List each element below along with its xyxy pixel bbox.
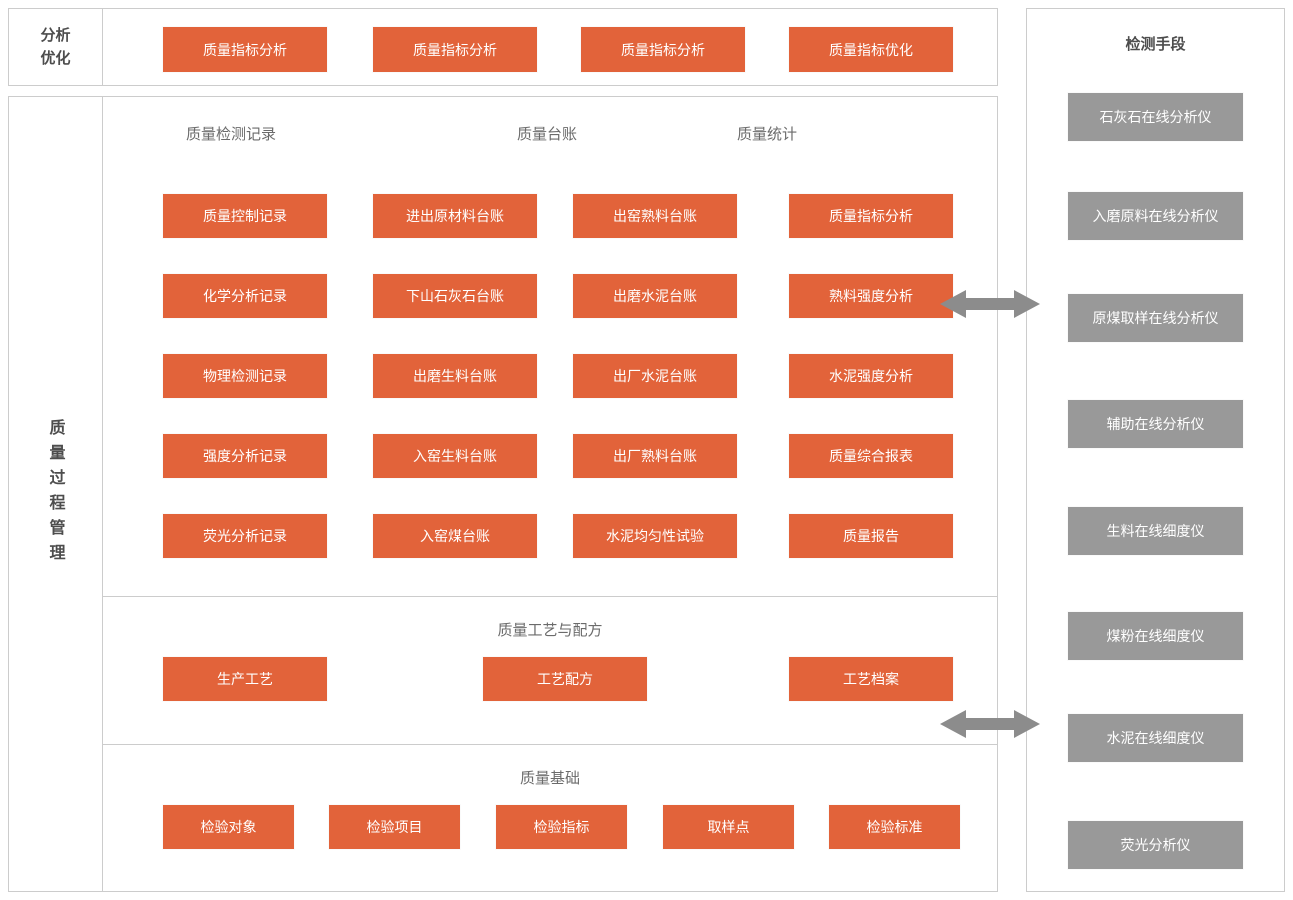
quality-base-box-0[interactable]: 检验对象 (163, 805, 294, 849)
connector-bottom (940, 706, 1040, 742)
detection-means-item-3[interactable]: 辅助在线分析仪 (1068, 400, 1243, 448)
records-box-c3-r0[interactable]: 质量指标分析 (789, 194, 953, 238)
quality-base-box-3[interactable]: 取样点 (663, 805, 794, 849)
records-box-c1-r1[interactable]: 下山石灰石台账 (373, 274, 537, 318)
records-box-c3-r3[interactable]: 质量综合报表 (789, 434, 953, 478)
analysis-optimization-box-row: 质量指标分析质量指标分析质量指标分析质量指标优化 (103, 9, 997, 85)
records-box-c0-r2[interactable]: 物理检测记录 (163, 354, 327, 398)
records-box-c3-r4[interactable]: 质量报告 (789, 514, 953, 558)
quality-process-management-panel: 质量过程管理 质量检测记录 质量台账 质量统计 质量控制记录化学分析记录物理检测记录… (8, 96, 998, 892)
detection-means-item-5[interactable]: 煤粉在线细度仪 (1068, 612, 1243, 660)
records-box-c1-r4[interactable]: 入窑煤台账 (373, 514, 537, 558)
analysis-box-1[interactable]: 质量指标分析 (373, 27, 537, 72)
records-box-c1-r3[interactable]: 入窑生料台账 (373, 434, 537, 478)
quality-process-management-label-text: 质量过程管理 (46, 419, 66, 569)
detection-means-item-7[interactable]: 荧光分析仪 (1068, 821, 1243, 869)
detection-means-panel: 检测手段 石灰石在线分析仪入磨原料在线分析仪原煤取样在线分析仪辅助在线分析仪生料… (1026, 8, 1285, 892)
detection-means-item-2[interactable]: 原煤取样在线分析仪 (1068, 294, 1243, 342)
analysis-label-line-1: 分析 (40, 25, 71, 44)
records-box-c0-r0[interactable]: 质量控制记录 (163, 194, 327, 238)
detection-means-item-6[interactable]: 水泥在线细度仪 (1068, 714, 1243, 762)
double-arrow-icon (940, 290, 1040, 318)
records-box-c2-r1[interactable]: 出磨水泥台账 (573, 274, 737, 318)
process-recipe-title: 质量工艺与配方 (497, 621, 603, 639)
detection-means-item-1[interactable]: 入磨原料在线分析仪 (1068, 192, 1243, 240)
records-ledger-statistics-section: 质量检测记录 质量台账 质量统计 质量控制记录化学分析记录物理检测记录强度分析记录荧… (103, 97, 997, 597)
records-box-c0-r3[interactable]: 强度分析记录 (163, 434, 327, 478)
process-recipe-box-0[interactable]: 生产工艺 (163, 657, 327, 701)
quality-base-title: 质量基础 (519, 769, 580, 787)
analysis-box-3[interactable]: 质量指标优化 (789, 27, 953, 72)
records-box-c2-r4[interactable]: 水泥均匀性试验 (573, 514, 737, 558)
quality-base-box-2[interactable]: 检验指标 (496, 805, 627, 849)
records-box-c2-r0[interactable]: 出窑熟料台账 (573, 194, 737, 238)
records-column-header-1: 质量台账 (516, 125, 577, 143)
analysis-box-0[interactable]: 质量指标分析 (163, 27, 327, 72)
quality-process-management-label: 质量过程管理 (9, 97, 103, 891)
quality-process-management-body: 质量检测记录 质量台账 质量统计 质量控制记录化学分析记录物理检测记录强度分析记录荧… (103, 97, 997, 891)
records-box-c2-r3[interactable]: 出厂熟料台账 (573, 434, 737, 478)
process-recipe-section: 质量工艺与配方 生产工艺 工艺配方 工艺档案 (103, 597, 997, 745)
records-column-header-0: 质量检测记录 (185, 125, 276, 143)
detection-means-title: 检测手段 (1125, 35, 1186, 53)
detection-means-item-4[interactable]: 生料在线细度仪 (1068, 507, 1243, 555)
analysis-optimization-panel: 分析 优化 质量指标分析质量指标分析质量指标分析质量指标优化 (8, 8, 998, 86)
process-recipe-box-1[interactable]: 工艺配方 (483, 657, 647, 701)
records-box-c1-r0[interactable]: 进出原材料台账 (373, 194, 537, 238)
records-column-header-2: 质量统计 (736, 125, 797, 143)
double-arrow-icon (940, 710, 1040, 738)
process-recipe-box-2[interactable]: 工艺档案 (789, 657, 953, 701)
records-column-headers: 质量检测记录 质量台账 质量统计 (103, 123, 997, 145)
records-box-c0-r1[interactable]: 化学分析记录 (163, 274, 327, 318)
analysis-box-2[interactable]: 质量指标分析 (581, 27, 745, 72)
quality-base-box-4[interactable]: 检验标准 (829, 805, 960, 849)
records-box-c1-r2[interactable]: 出磨生料台账 (373, 354, 537, 398)
analysis-label-line-2: 优化 (40, 49, 71, 67)
quality-base-box-1[interactable]: 检验项目 (329, 805, 460, 849)
quality-base-section: 质量基础 检验对象检验项目检验指标取样点检验标准 (103, 745, 997, 891)
detection-means-item-0[interactable]: 石灰石在线分析仪 (1068, 93, 1243, 141)
detection-means-list: 石灰石在线分析仪入磨原料在线分析仪原煤取样在线分析仪辅助在线分析仪生料在线细度仪… (1027, 9, 1284, 891)
records-box-c2-r2[interactable]: 出厂水泥台账 (573, 354, 737, 398)
analysis-optimization-label: 分析 优化 (9, 9, 103, 85)
records-box-c3-r2[interactable]: 水泥强度分析 (789, 354, 953, 398)
records-box-c0-r4[interactable]: 荧光分析记录 (163, 514, 327, 558)
records-box-c3-r1[interactable]: 熟料强度分析 (789, 274, 953, 318)
connector-top (940, 286, 1040, 322)
